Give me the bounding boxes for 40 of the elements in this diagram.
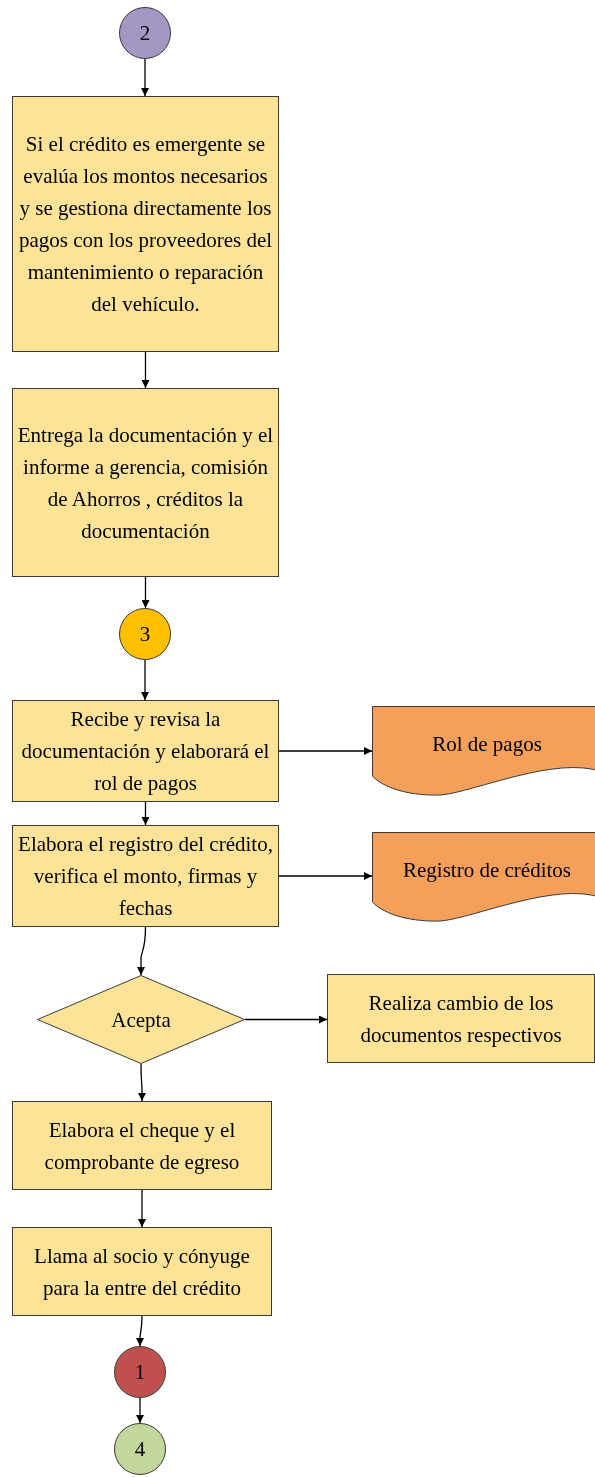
- node-text: Registro de créditos: [403, 857, 571, 884]
- arrow: [138, 1189, 146, 1228]
- process-box: [12, 388, 279, 577]
- arrow: [141, 659, 149, 701]
- node-text: Elabora el registro del crédito, verifica el monto, firmas y fechas: [17, 831, 274, 922]
- document-shape: [372, 832, 595, 922]
- decision-diamond: [37, 975, 245, 1064]
- process-box: [12, 1227, 272, 1316]
- node-text: Elabora el cheque y el comprobante de egreso: [43, 1116, 241, 1176]
- node-text: 3: [139, 621, 151, 648]
- node-text: 2: [139, 20, 151, 47]
- arrow: [141, 351, 150, 389]
- arrow: [244, 1015, 328, 1024]
- process-box: [12, 700, 279, 802]
- connector-circle: [119, 7, 171, 59]
- process-box: [12, 1101, 272, 1190]
- arrow: [137, 926, 147, 976]
- node-text: Si el crédito es emergente se evalúa los montos necesarios y se gestiona directamente los pagos con los proveedores del mantenimiento o reparación del vehículo.: [17, 131, 274, 318]
- node-text: Acepta: [111, 1006, 171, 1034]
- node-text: Rol de pagos: [432, 731, 542, 758]
- node-text: 4: [134, 1436, 146, 1463]
- connector-circle: [114, 1423, 166, 1475]
- arrow: [278, 872, 373, 880]
- node-text: Recibe y revisa la documentación y elaborará el rol de pagos: [20, 706, 271, 797]
- arrow: [278, 747, 373, 755]
- node-text: Entrega la documentación y el informe a gerencia, comisión de Ahorros , créditos la documentación: [17, 421, 274, 545]
- node-text: Llama al socio y cónyuge para la entre del crédito: [33, 1242, 251, 1302]
- document-shape: [372, 706, 595, 796]
- arrow: [141, 801, 150, 826]
- connector-circle: [119, 608, 171, 660]
- arrow: [136, 1315, 144, 1347]
- process-box: [327, 974, 595, 1063]
- process-box: [12, 96, 279, 352]
- node-text: 1: [134, 1359, 146, 1386]
- arrow: [141, 58, 149, 97]
- arrow: [136, 1397, 144, 1424]
- connector-circle: [114, 1346, 166, 1398]
- arrow: [138, 1063, 146, 1102]
- arrow: [141, 576, 150, 609]
- node-text: Realiza cambio de los documentos respectivos: [359, 989, 563, 1049]
